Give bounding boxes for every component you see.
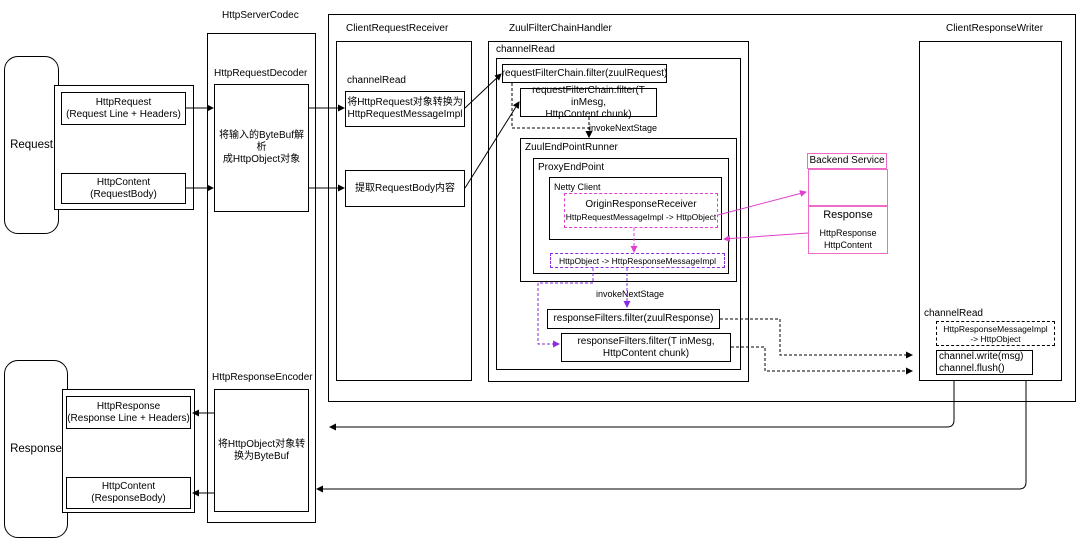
backend-http-content: HttpContent bbox=[823, 240, 873, 250]
arrow-convert-to-request-filter bbox=[464, 73, 502, 109]
backend-service-box bbox=[808, 169, 888, 206]
http-content-response-box: HttpContent (ResponseBody) bbox=[66, 477, 191, 509]
arrow-response-convert-to-chunk bbox=[537, 268, 594, 348]
encoder-text-2: 换为ByteBuf bbox=[233, 450, 290, 462]
http-response-title: HttpResponse bbox=[96, 400, 161, 412]
convert-request-text-2: HttpRequestMessageImpl bbox=[347, 109, 463, 120]
writer-msg-box: HttpResponseMessageImpl -> HttpObject bbox=[936, 321, 1055, 346]
decoder-box: 将输入的ByteBuf解析 成HttpObject对象 bbox=[214, 84, 309, 212]
origin-receiver-box: OriginResponseReceiver HttpRequestMessag… bbox=[564, 193, 718, 228]
backend-response-title: Response bbox=[823, 209, 873, 221]
http-request-title: HttpRequest bbox=[95, 96, 152, 108]
response-filters-text: responseFilters.filter(zuulResponse) bbox=[553, 313, 714, 324]
request-filter-chain-text: requestFilterChain.filter(zuulRequest) bbox=[501, 67, 668, 79]
origin-convert-text: HttpRequestMessageImpl -> HttpObject bbox=[565, 211, 717, 222]
response-filters-chunk-text-1: responseFilters.filter(T inMesg, bbox=[577, 335, 715, 347]
writer-msg-text-2: -> HttpObject bbox=[970, 333, 1021, 344]
decoder-title: HttpRequestDecoder bbox=[214, 68, 308, 79]
extract-body-text: 提取RequestBody内容 bbox=[354, 182, 456, 194]
zuul-handler-title: ZuulFilterChainHandler bbox=[509, 23, 612, 34]
request-filter-chunk-text-2: HttpContent chunk) bbox=[545, 108, 632, 120]
http-response-subtitle: (Response Line + Headers) bbox=[67, 412, 190, 424]
backend-http-response: HttpResponse bbox=[819, 228, 877, 238]
encoder-text-1: 将HttpObject对象转 bbox=[217, 438, 306, 450]
http-request-subtitle: (Request Line + Headers) bbox=[66, 108, 181, 120]
http-response-box: HttpResponse (Response Line + Headers) bbox=[66, 396, 191, 429]
invoke-next-stage-2: invokeNextStage bbox=[596, 289, 665, 299]
arrow-request-filter-to-runner bbox=[511, 83, 593, 138]
response-label: Response bbox=[10, 443, 62, 455]
response-box: Response bbox=[4, 360, 68, 538]
request-filter-chain-box: requestFilterChain.filter(zuulRequest) bbox=[502, 64, 667, 83]
http-content-request-title: HttpContent bbox=[96, 176, 151, 188]
response-convert-text: HttpObject -> HttpResponseMessageImpl bbox=[558, 255, 717, 266]
http-content-request-box: HttpContent (RequestBody) bbox=[61, 173, 186, 204]
request-filter-chunk-text-1: requestFilterChain.filter(T inMesg, bbox=[532, 84, 645, 108]
endpoint-runner-title: ZuulEndPointRunner bbox=[525, 142, 618, 153]
arrow-extract-to-request-chunk bbox=[464, 101, 520, 189]
writer-msg-text-1: HttpResponseMessageImpl bbox=[943, 323, 1048, 334]
backend-service-title: Backend Service bbox=[809, 155, 885, 166]
writer-title: ClientResponseWriter bbox=[946, 23, 1044, 34]
writer-channel-box: channel.write(msg) channel.flush() bbox=[936, 350, 1033, 375]
invoke-next-stage-1: invokeNextStage bbox=[589, 123, 658, 133]
writer-channel-read: channelRead bbox=[924, 308, 983, 319]
receiver-title: ClientRequestReceiver bbox=[346, 23, 449, 34]
arrow-writer-to-encoder-headers bbox=[329, 381, 955, 431]
channel-write-text: channel.write(msg) bbox=[939, 350, 1024, 362]
arrow-origin-to-backend bbox=[717, 190, 807, 216]
http-content-response-title: HttpContent bbox=[101, 481, 156, 492]
decoder-text-1: 将输入的ByteBuf解析 bbox=[218, 130, 305, 153]
encoder-title: HttpResponseEncoder bbox=[212, 372, 313, 383]
http-content-request-subtitle: (RequestBody) bbox=[90, 188, 157, 200]
response-filters-chunk-text-2: HttpContent chunk) bbox=[602, 347, 690, 359]
codec-title: HttpServerCodec bbox=[222, 10, 299, 21]
arrow-response-chunk-to-writer bbox=[731, 346, 913, 375]
extract-body-box: 提取RequestBody内容 bbox=[345, 170, 465, 207]
netty-client-title: Netty Client bbox=[554, 182, 601, 192]
backend-service-title-box: Backend Service bbox=[807, 153, 887, 169]
zuul-channel-read: channelRead bbox=[496, 44, 555, 55]
arrow-response-filter-to-writer bbox=[720, 318, 913, 359]
backend-response-box: Response HttpResponse HttpContent bbox=[808, 206, 888, 254]
arrow-backend-to-netty bbox=[723, 232, 809, 243]
response-filters-chunk-box: responseFilters.filter(T inMesg, HttpCon… bbox=[561, 333, 731, 362]
request-label: Request bbox=[10, 139, 53, 151]
receiver-channel-read: channelRead bbox=[347, 75, 406, 86]
http-request-box: HttpRequest (Request Line + Headers) bbox=[61, 92, 186, 125]
request-box: Request bbox=[4, 56, 59, 234]
response-filters-box: responseFilters.filter(zuulResponse) bbox=[547, 309, 720, 329]
decoder-text-2: 成HttpObject对象 bbox=[222, 154, 301, 165]
request-filter-chunk-box: requestFilterChain.filter(T inMesg, Http… bbox=[520, 84, 657, 120]
http-content-response-subtitle: (ResponseBody) bbox=[91, 493, 166, 504]
convert-request-box: 将HttpRequest对象转换为 HttpRequestMessageImpl bbox=[345, 91, 465, 127]
origin-receiver-title: OriginResponseReceiver bbox=[585, 198, 697, 210]
channel-flush-text: channel.flush() bbox=[939, 362, 1005, 374]
encoder-box: 将HttpObject对象转 换为ByteBuf bbox=[214, 389, 309, 512]
proxy-endpoint-title: ProxyEndPoint bbox=[538, 162, 605, 173]
convert-request-text-1: 将HttpRequest对象转换为 bbox=[347, 97, 463, 108]
response-convert-box: HttpObject -> HttpResponseMessageImpl bbox=[550, 253, 725, 268]
arrow-writer-to-encoder-content bbox=[316, 381, 1027, 493]
